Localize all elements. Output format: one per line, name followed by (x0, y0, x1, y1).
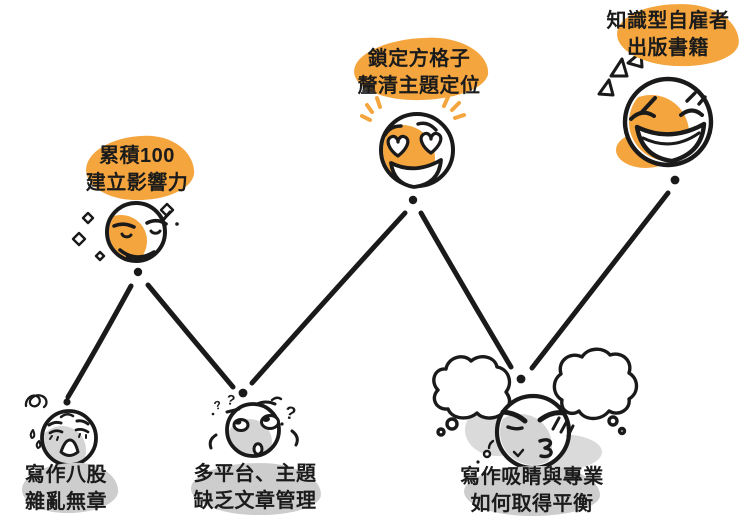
milestone-label-balance: 寫作吸睛與專業 如何取得平衡 (442, 464, 622, 518)
milestone-text-line1: 累積100 (99, 145, 175, 167)
worried-overwhelmed-face-icon: ? ? ? (208, 391, 299, 458)
sparkle-icons (71, 202, 175, 262)
smug-sparkle-face-icon (71, 201, 179, 263)
milestone-text-line2: 釐清主題定位 (357, 75, 481, 97)
laughing-excited-face-icon (597, 50, 714, 168)
path-dots (63, 175, 680, 406)
milestone-label-100-influence: 累積100 建立影響力 (62, 134, 212, 202)
milestone-text-line1: 鎖定方格子 (367, 48, 471, 70)
excitement-triangle-icons (597, 50, 644, 97)
milestone-label-multiplatform: 多平台、主題 缺乏文章管理 (165, 461, 345, 517)
question-mark-icons: ? ? ? (211, 391, 298, 426)
highlight-blob (464, 466, 600, 516)
svg-text:?: ? (212, 398, 223, 413)
milestone-text-line2: 缺乏文章管理 (193, 490, 317, 512)
milestone-label-vocus-positioning: 鎖定方格子 釐清主題定位 (334, 35, 504, 103)
milestone-text-line2: 雜亂無章 (25, 491, 107, 513)
heart-eyes-face-icon (360, 95, 466, 189)
milestone-text-line1: 多平台、主題 (193, 463, 317, 485)
milestone-label-self-employed-author: 知識型自雇者 出版書籍 (583, 1, 740, 69)
milestone-text-line1: 寫作吸睛與專業 (460, 466, 604, 488)
milestone-text-line2: 如何取得平衡 (470, 493, 594, 515)
excitement-dash-icons (360, 95, 466, 122)
frustrated-pout-face-icon (432, 347, 639, 471)
thought-cloud-icon (432, 347, 639, 437)
zigzag-path (65, 190, 671, 400)
milestone-label-writing-chaos: 寫作八股 雜亂無章 (6, 461, 126, 516)
milestone-text-line1: 知識型自雇者 (606, 10, 730, 32)
milestone-text-line2: 建立影響力 (85, 172, 189, 194)
milestone-text-line1: 寫作八股 (25, 464, 107, 486)
milestone-text-line2: 出版書籍 (627, 37, 709, 59)
svg-text:?: ? (283, 402, 297, 424)
svg-text:?: ? (226, 391, 237, 408)
